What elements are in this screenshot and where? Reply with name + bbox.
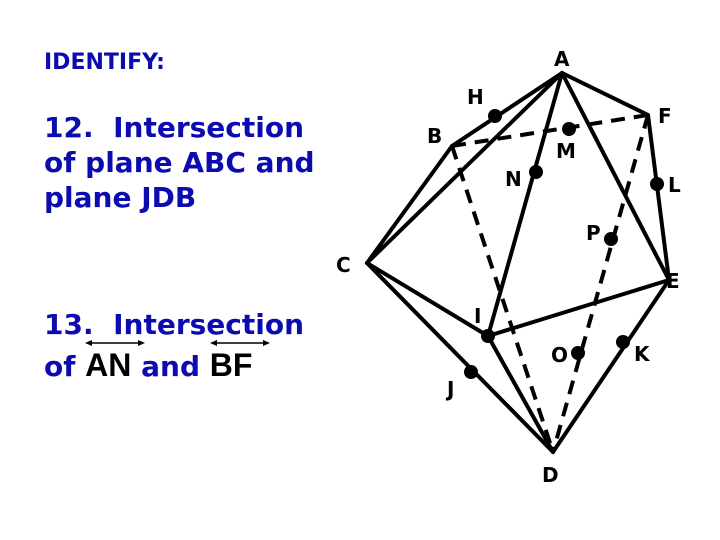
point-p	[604, 232, 618, 246]
label-p: P	[586, 221, 601, 245]
heading-identify: IDENTIFY:	[44, 50, 165, 75]
line-an-notation: AN	[85, 340, 146, 385]
label-i: I	[474, 304, 481, 328]
q13-conj: and	[141, 350, 201, 383]
q12-line3: plane JDB	[44, 181, 197, 214]
q12-number: 12.	[44, 111, 94, 144]
line-bf-notation: BF	[209, 340, 270, 385]
label-l: L	[668, 173, 681, 197]
point-i	[481, 329, 495, 343]
q12-line2: of plane ABC and	[44, 146, 315, 179]
point-o	[571, 346, 585, 360]
points	[464, 109, 664, 379]
label-b: B	[427, 124, 442, 148]
question-12: 12. Intersection of plane ABC and plane …	[44, 110, 364, 215]
q13-prefix: of	[44, 350, 76, 383]
question-13: 13. Intersection of AN and BF	[44, 305, 374, 387]
label-a: A	[554, 47, 570, 71]
label-m: M	[556, 139, 576, 163]
point-j	[464, 365, 478, 379]
label-n: N	[505, 167, 522, 191]
point-n	[529, 165, 543, 179]
label-d: D	[542, 463, 559, 487]
point-m	[562, 122, 576, 136]
label-h: H	[467, 85, 484, 109]
line-arrow-icon	[209, 340, 270, 346]
point-k	[616, 335, 630, 349]
label-o: O	[551, 343, 568, 367]
line-arrow-icon	[85, 340, 146, 346]
label-e: E	[666, 269, 680, 293]
label-c: C	[336, 253, 351, 277]
solid-edges	[365, 71, 671, 454]
label-f: F	[658, 104, 672, 128]
point-h	[488, 109, 502, 123]
point-labels: A B C D E F H I J K L M N O P	[336, 47, 681, 487]
q13-line1: Intersection	[113, 308, 305, 341]
q13-number: 13.	[44, 308, 94, 341]
label-j: J	[445, 377, 454, 401]
hidden-edges	[450, 113, 650, 453]
label-k: K	[634, 342, 651, 366]
point-l	[650, 177, 664, 191]
q12-line1: Intersection	[113, 111, 305, 144]
